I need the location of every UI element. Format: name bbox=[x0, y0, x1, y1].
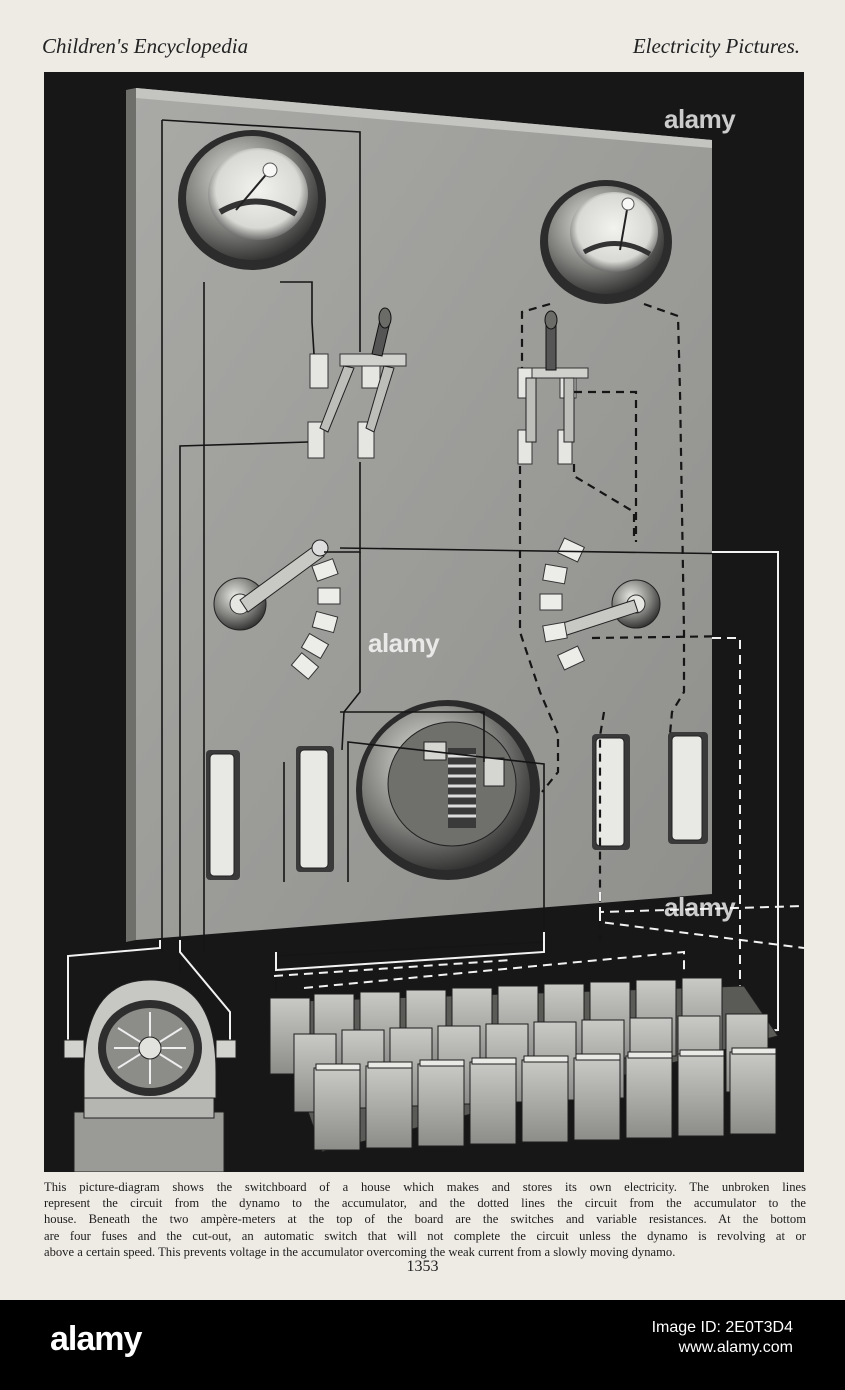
variable-resistance-right-icon bbox=[539, 537, 661, 671]
caption-line: are four fuses and the cut-out, an autom… bbox=[44, 1228, 806, 1243]
ampere-meter-right-icon bbox=[540, 180, 672, 304]
switchboard-illustration bbox=[44, 72, 804, 1172]
fuse-icons bbox=[206, 732, 708, 880]
encyclopedia-page: Children's Encyclopedia Electricity Pict… bbox=[0, 0, 845, 1300]
caption-line: house. Beneath the two ampère-meters at … bbox=[44, 1212, 806, 1227]
off-board-dashed-wires bbox=[273, 637, 804, 998]
alamy-logo: alamy bbox=[50, 1320, 142, 1358]
knife-switch-right-icon bbox=[517, 310, 589, 465]
caption-line: represent the circuit from the dynamo to… bbox=[44, 1196, 806, 1211]
solid-circuit-lines bbox=[161, 119, 779, 1032]
caption-line: This picture-diagram shows the switchboa… bbox=[44, 1180, 806, 1194]
figure-caption: This picture-diagram shows the switchboa… bbox=[44, 1179, 806, 1260]
running-head-right: Electricity Pictures. bbox=[632, 34, 800, 58]
image-id: Image ID: 2E0T3D4 bbox=[651, 1319, 793, 1336]
accumulator-cells-icon bbox=[269, 977, 779, 1153]
knife-switch-left-icon bbox=[307, 307, 407, 459]
page-number: 1353 bbox=[406, 1258, 439, 1275]
ampere-meter-left-icon bbox=[178, 130, 326, 270]
variable-resistance-left-icon bbox=[213, 539, 341, 680]
board-edge bbox=[126, 88, 136, 942]
running-head-left: Children's Encyclopedia bbox=[42, 34, 249, 58]
stock-footer-bar: alamy Image ID: 2E0T3D4 www.alamy.com bbox=[0, 1300, 845, 1390]
image-id-block: Image ID: 2E0T3D4 www.alamy.com bbox=[652, 1318, 793, 1358]
switchboard-panel bbox=[136, 88, 712, 940]
dynamo-machine-icon bbox=[63, 979, 237, 1172]
caption-line: above a certain speed. This prevents vol… bbox=[44, 1244, 676, 1259]
cut-out-switch-icon bbox=[356, 700, 540, 880]
site-url: www.alamy.com bbox=[678, 1339, 793, 1356]
